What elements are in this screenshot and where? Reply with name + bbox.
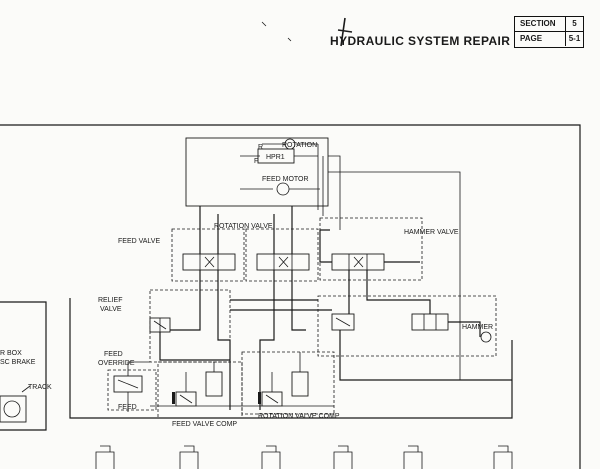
label-port-r: R: [258, 144, 263, 151]
label-feed-motor: FEED MOTOR: [262, 176, 309, 183]
feed-valve-spool: [182, 253, 236, 271]
comp-valves: [113, 371, 309, 407]
section-value: 5: [565, 17, 583, 31]
handwritten-mark: [261, 17, 353, 47]
track-motor: [0, 385, 31, 423]
label-rotation-valve: ROTATION VALVE: [214, 223, 273, 230]
bottom-cylinders: [95, 445, 513, 469]
label-hpr1: HPR1: [266, 154, 285, 161]
label-rotation: ROTATION: [282, 142, 317, 149]
label-feed-override-line2: OVERRIDE: [98, 360, 135, 367]
page-title: HYDRAULIC SYSTEM REPAIR: [330, 34, 511, 48]
label-hammer: HAMMER: [462, 324, 493, 331]
label-feed-valve-comp: FEED VALVE COMP: [172, 421, 237, 428]
page-label: PAGE: [520, 34, 543, 43]
section-row: SECTION 5: [515, 17, 583, 32]
label-port-f: F: [254, 158, 258, 165]
section-page-box: SECTION 5 PAGE 5-1: [514, 16, 584, 48]
label-rotation-valve-comp: ROTATION VALVE COMP: [258, 413, 340, 420]
label-feed-override-line1: FEED: [104, 351, 123, 358]
relief-valve-symbol: [149, 317, 171, 333]
page-value: 5-1: [565, 32, 583, 46]
label-disc-brake: SC BRAKE: [0, 359, 36, 366]
label-feed: FEED: [118, 404, 137, 411]
label-gear-box: R BOX: [0, 350, 22, 357]
label-track: TRACK: [28, 384, 52, 391]
label-feed-valve: FEED VALVE: [118, 238, 160, 245]
machine-frame: [0, 124, 581, 469]
hammer-valve-spool: [331, 253, 385, 271]
section-label: SECTION: [520, 19, 556, 28]
rotation-valve-spool: [256, 253, 310, 271]
hammer-sub-valves: [331, 313, 492, 343]
label-hammer-valve: HAMMER VALVE: [404, 229, 459, 236]
label-relief-line1: RELIEF: [98, 297, 123, 304]
page-row: PAGE 5-1: [515, 32, 583, 46]
hydraulic-lines: [127, 155, 512, 412]
label-relief-line2: VALVE: [100, 306, 122, 313]
motor-enclosure: [185, 137, 329, 216]
